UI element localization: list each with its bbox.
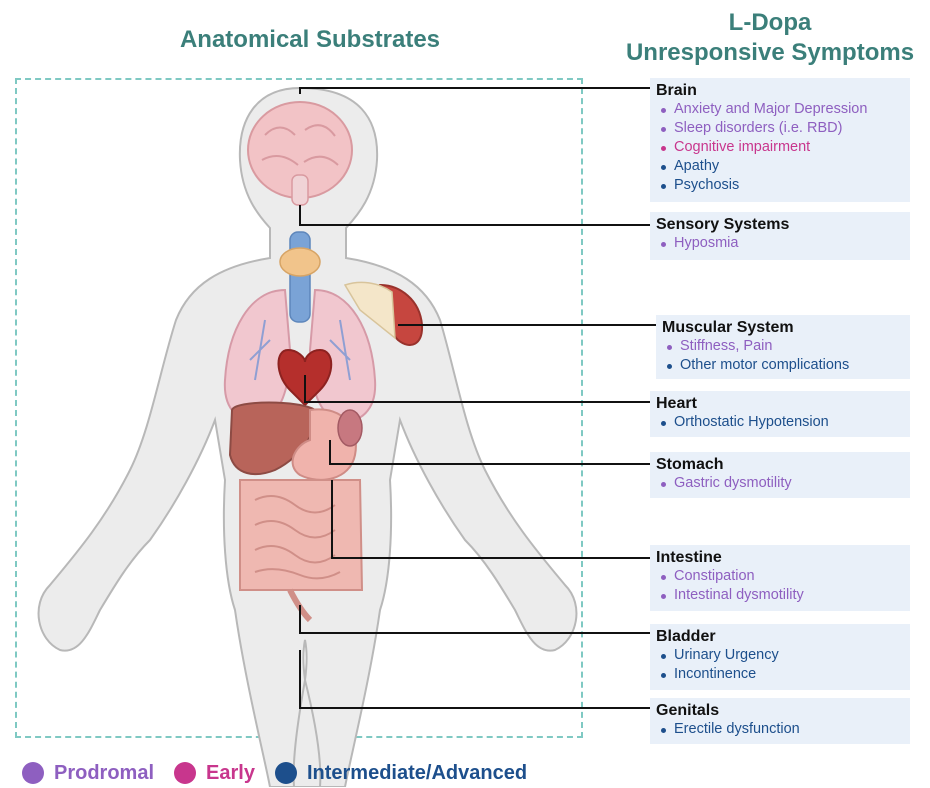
sensory-systems-box: Sensory Systems Hyposmia [650, 212, 910, 260]
prodromal-dot-icon [22, 762, 44, 784]
brain-symptoms-box: Brain Anxiety and Major Depression Sleep… [650, 78, 910, 202]
sensory-systems-title: Sensory Systems [656, 215, 904, 234]
trachea-organ [290, 232, 310, 322]
symptom-motor-complications: Other motor complications [666, 356, 904, 375]
legend-early-label: Early [206, 762, 255, 785]
legend-prodromal-label: Prodromal [54, 762, 154, 785]
genitals-title: Genitals [656, 701, 904, 720]
symptom-cognitive-impairment: Cognitive impairment [660, 138, 904, 157]
symptom-incontinence: Incontinence [660, 665, 904, 684]
symptom-apathy: Apathy [660, 157, 904, 176]
symptom-psychosis: Psychosis [660, 176, 904, 195]
bladder-box: Bladder Urinary Urgency Incontinence [650, 624, 910, 690]
legend-advanced: Intermediate/Advanced [275, 762, 527, 785]
genitals-box: Genitals Erectile dysfunction [650, 698, 910, 744]
thyroid-organ [280, 248, 320, 276]
symptom-orthostatic-hypotension: Orthostatic Hypotension [660, 413, 904, 432]
heart-box: Heart Orthostatic Hypotension [650, 391, 910, 437]
early-dot-icon [174, 762, 196, 784]
intestine-symptom-list: Constipation Intestinal dysmotility [656, 567, 904, 605]
heart-symptom-list: Orthostatic Hypotension [656, 413, 904, 432]
symptom-intestinal-dysmotility: Intestinal dysmotility [660, 586, 904, 605]
intestine-title: Intestine [656, 548, 904, 567]
stomach-symptom-list: Gastric dysmotility [656, 474, 904, 493]
advanced-dot-icon [275, 762, 297, 784]
brain-title: Brain [656, 81, 904, 100]
sensory-symptom-list: Hyposmia [656, 234, 904, 253]
symptom-stiffness-pain: Stiffness, Pain [666, 337, 904, 356]
symptom-gastric-dysmotility: Gastric dysmotility [660, 474, 904, 493]
legend-early: Early [174, 762, 255, 785]
bladder-title: Bladder [656, 627, 904, 646]
legend-prodromal: Prodromal [22, 762, 154, 785]
stomach-title: Stomach [656, 455, 904, 474]
stage-legend: Prodromal Early Intermediate/Advanced [22, 758, 539, 788]
symptom-hyposmia: Hyposmia [660, 234, 904, 253]
bladder-symptom-list: Urinary Urgency Incontinence [656, 646, 904, 684]
intestine-box: Intestine Constipation Intestinal dysmot… [650, 545, 910, 611]
symptom-anxiety-depression: Anxiety and Major Depression [660, 100, 904, 119]
heart-title: Heart [656, 394, 904, 413]
symptom-sleep-disorders: Sleep disorders (i.e. RBD) [660, 119, 904, 138]
muscular-system-title: Muscular System [662, 318, 904, 337]
stomach-box: Stomach Gastric dysmotility [650, 452, 910, 498]
muscular-system-box: Muscular System Stiffness, Pain Other mo… [656, 315, 910, 379]
genitals-symptom-list: Erectile dysfunction [656, 720, 904, 739]
symptom-urinary-urgency: Urinary Urgency [660, 646, 904, 665]
symptom-constipation: Constipation [660, 567, 904, 586]
legend-advanced-label: Intermediate/Advanced [307, 762, 527, 785]
symptom-erectile-dysfunction: Erectile dysfunction [660, 720, 904, 739]
muscular-symptom-list: Stiffness, Pain Other motor complication… [662, 337, 904, 375]
spleen-organ [338, 410, 362, 446]
brain-symptom-list: Anxiety and Major Depression Sleep disor… [656, 100, 904, 195]
